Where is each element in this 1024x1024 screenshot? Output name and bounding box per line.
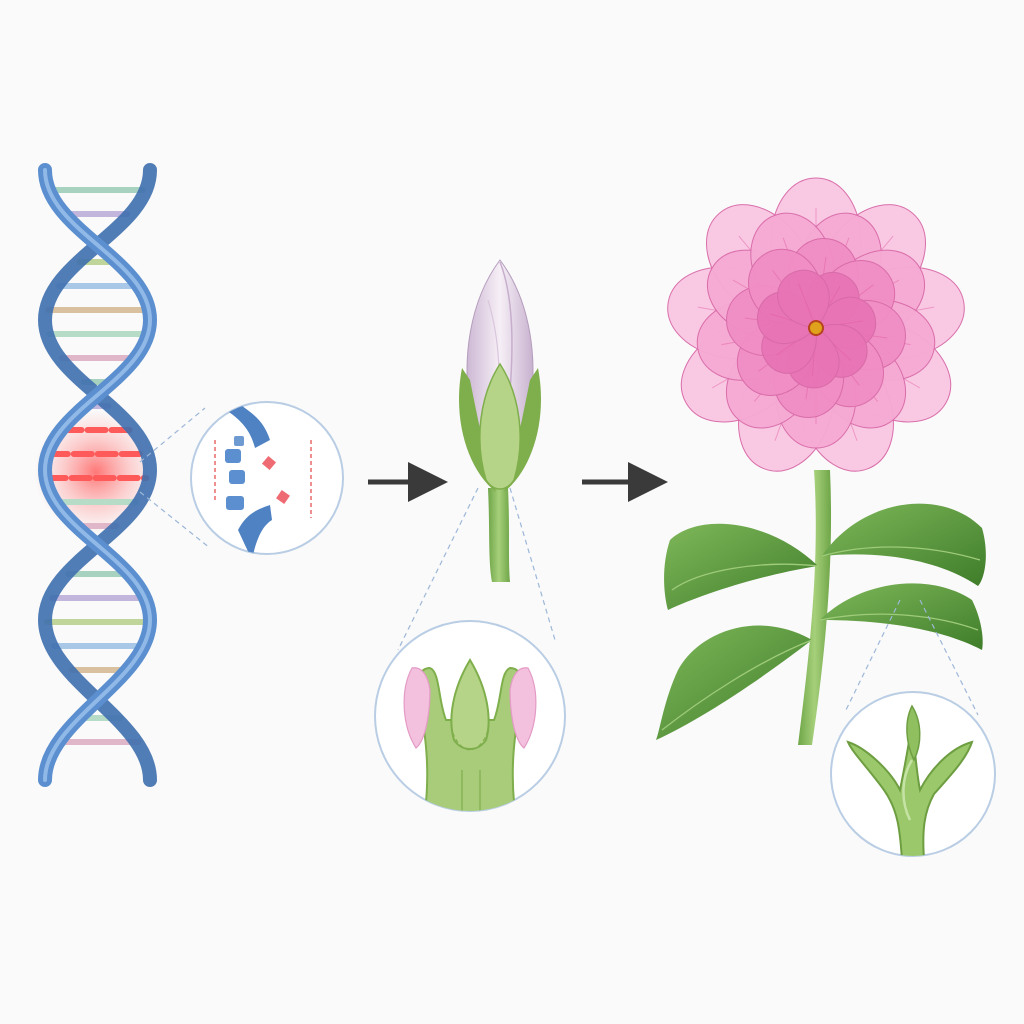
leaf-lower-left <box>656 625 812 740</box>
flower-center <box>808 320 824 336</box>
dna-strand-back <box>37 163 158 787</box>
dna-base-pairs <box>44 187 150 745</box>
petal-vein <box>797 283 815 323</box>
flower-bloom <box>667 177 965 472</box>
petal <box>777 269 830 329</box>
dna-strand-highlight <box>42 168 153 782</box>
broken-strand-closeup-icon <box>190 401 344 555</box>
flower-stem <box>798 470 832 745</box>
leaf-upper-right <box>822 503 986 586</box>
leaf-tendril-closeup-icon <box>830 691 996 857</box>
bud-sepal-center <box>479 362 521 490</box>
bud-callout-leader-left <box>397 487 479 651</box>
flower-bud-icon <box>459 259 541 582</box>
bud-stem <box>488 488 510 582</box>
dna-callout-leader-bottom <box>139 491 211 549</box>
bud-callout-leader-right <box>509 487 556 641</box>
floral-meristem-closeup-icon <box>374 620 566 812</box>
flower-callout-leader-left <box>844 599 901 713</box>
leaf-lower-right <box>820 583 983 650</box>
flower-callout-leader-right <box>919 599 979 716</box>
pink-flower-icon <box>656 177 986 745</box>
dna-double-helix-icon <box>34 163 158 787</box>
